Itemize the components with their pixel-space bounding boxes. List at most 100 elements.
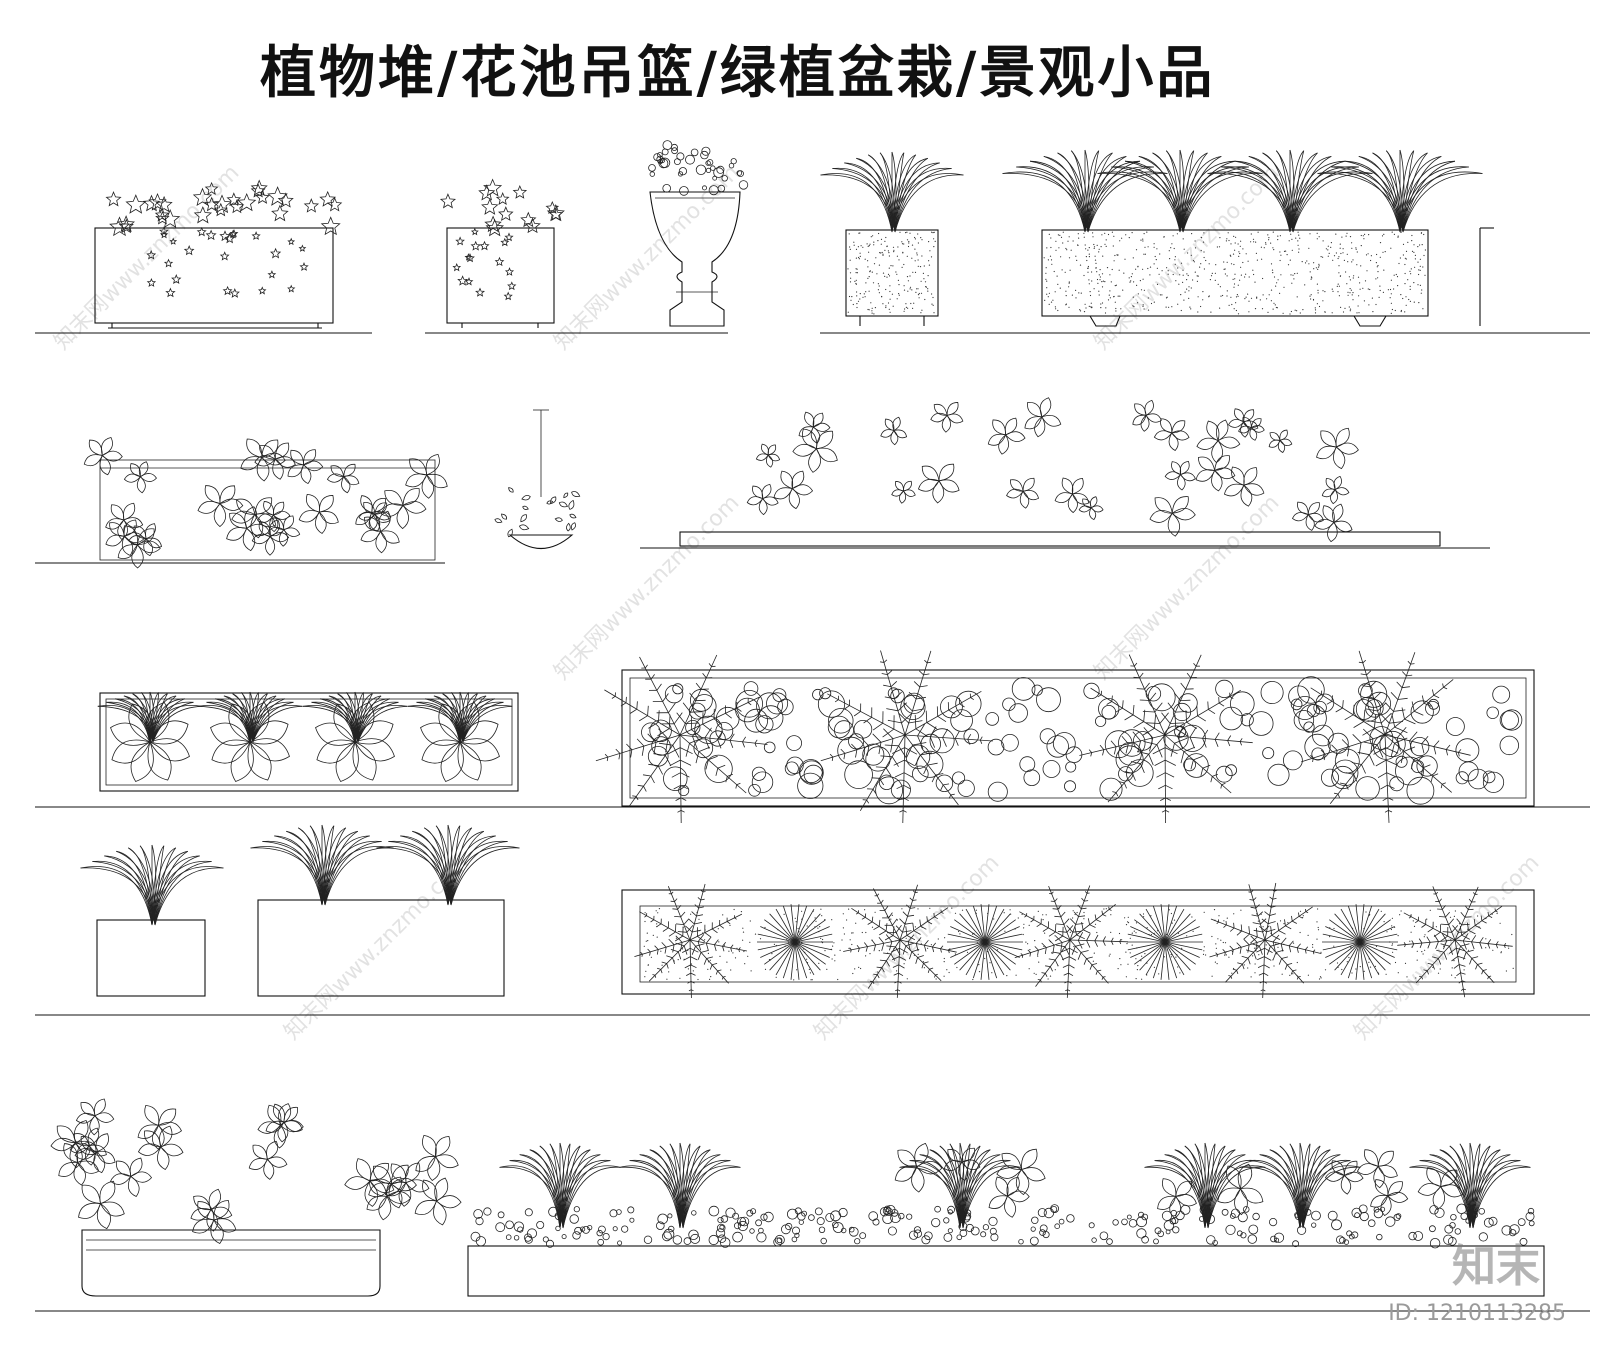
fern-leaflet [866,745,870,756]
fern-leaflet [1255,904,1260,909]
fern-leaflet [742,741,745,748]
grass-blade [562,1154,601,1229]
speck [1407,279,1409,281]
speck [1317,929,1320,931]
spiky-plant [1359,926,1395,943]
speck [846,919,848,921]
speck [889,285,891,287]
fern-leaflet [1381,713,1392,724]
speck [1143,253,1145,255]
grass-blade [1087,166,1154,233]
speck [1355,247,1357,249]
speck [1047,978,1049,980]
fern-leaflet [1288,940,1294,947]
speck [773,943,776,946]
speck [1485,947,1487,949]
speck [857,246,860,248]
pebble-circle [987,738,1005,756]
speck [1136,969,1138,971]
speck [1088,247,1090,249]
pebble-circle [1225,1224,1236,1235]
speck [1057,309,1059,312]
fern-leaflet [677,951,682,960]
speck [1344,307,1346,309]
speck [1182,274,1184,276]
star-flower [267,270,277,279]
fern-leaflet [685,722,700,724]
flower-head [661,148,669,156]
fern-frond [639,911,691,941]
fern-leaflet [1407,660,1411,665]
speck [1271,269,1274,271]
pebble-circle [1447,1236,1457,1246]
fern-leaflet [1082,929,1091,934]
speck [886,245,888,248]
speck [1202,953,1205,956]
fern-leaflet [1305,911,1309,914]
pebble-circle [1184,753,1209,778]
speck [1107,299,1110,301]
leaf [568,499,575,510]
fern-leaflet [1386,772,1396,778]
fern-leaflet [902,810,907,813]
speck [1104,281,1106,283]
speck [1046,293,1048,295]
pebble-circle [1406,776,1435,805]
speck [1324,969,1327,971]
speck [1110,931,1112,934]
fern-leaflet [1055,935,1063,943]
fern-leaflet [1284,919,1286,926]
speck [921,239,923,241]
fern-frond [899,884,918,941]
speck [1287,922,1289,924]
fern-leaflet [1249,899,1254,901]
leaf [128,535,147,545]
speck [1078,237,1080,239]
speck [1098,248,1100,250]
speck [1159,253,1161,255]
leaf [192,1218,215,1234]
speck [1279,920,1282,922]
fern-leaflet [901,713,912,724]
fern-leaflet [1362,659,1366,664]
fern-leaflet [1202,738,1207,748]
grass-blade [1248,156,1291,233]
fern-leaflet [1451,955,1459,962]
leaf [1004,417,1018,436]
fern-leaflet [1054,959,1059,966]
pebble-circle [672,1235,683,1245]
speck [914,926,917,928]
speck [1384,251,1386,253]
pebble-circle [1248,1224,1259,1235]
pebble-circle [744,708,768,733]
speck [1094,923,1097,925]
speck [806,925,808,927]
leaf [946,402,959,416]
speck [1289,259,1291,261]
speck [1404,263,1406,266]
fern-leaflet [1414,920,1419,924]
speck [771,953,773,955]
speck [853,241,855,243]
speck [1356,264,1358,266]
leaf [210,1206,233,1219]
speck [677,959,679,961]
leaf [354,720,394,745]
speck [856,295,858,297]
pebble-circle [1429,1205,1439,1215]
speck [1371,297,1373,299]
pebble-circle [663,766,688,791]
fern-leaflet [1382,797,1388,802]
fern-leaflet [1270,926,1273,936]
speck [1370,259,1372,262]
speck [1051,263,1053,265]
speck [1449,916,1452,918]
speck [1315,267,1317,269]
leaf [76,1160,100,1174]
speck [1084,244,1086,246]
speck [1286,254,1288,256]
leaf [1243,409,1255,423]
leaf [798,426,814,437]
speck [1355,248,1357,250]
flower-head [708,185,719,196]
